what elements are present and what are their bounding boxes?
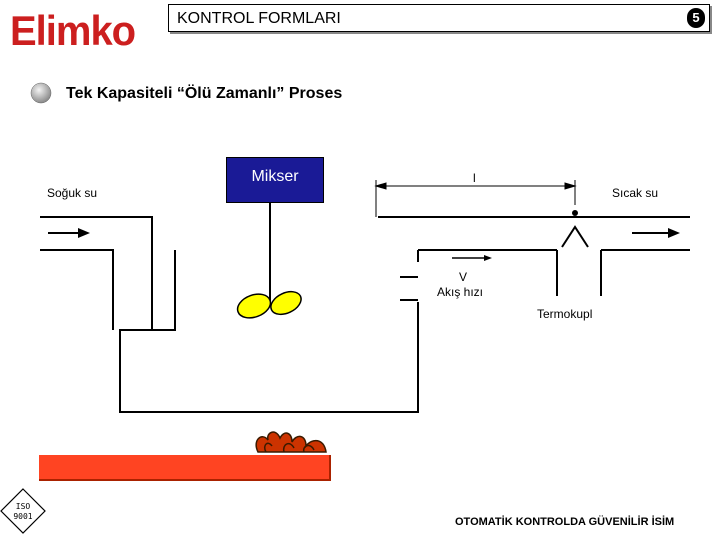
slide-subtitle: Tek Kapasiteli “Ölü Zamanlı” Proses <box>66 85 343 102</box>
inflow-arrow <box>48 228 90 238</box>
thermocouple-tip <box>572 210 578 216</box>
footer-slogan: OTOMATİK KONTROLDA GÜVENİLİR İSİM <box>455 516 675 528</box>
iso-line2: 9001 <box>13 512 32 521</box>
outflow-arrow <box>632 228 680 238</box>
cold-water-label: Soğuk su <box>47 186 98 200</box>
title-bar: KONTROL FORMLARI 5 <box>168 4 710 32</box>
svg-text:Elimko: Elimko <box>10 7 135 49</box>
iso-line1: ISO <box>16 502 31 511</box>
bullet-icon <box>30 82 52 104</box>
flow-speed-label: Akış hızı <box>437 285 484 299</box>
mixer-propeller <box>236 290 302 319</box>
hot-water-label: Sıcak su <box>612 186 659 200</box>
page-number-badge: 5 <box>687 8 705 28</box>
heater-plate <box>39 455 331 481</box>
iso-9001-badge: ISO 9001 <box>0 488 46 534</box>
velocity-label: V <box>459 270 468 284</box>
mixer-box: Mikser <box>226 157 324 203</box>
velocity-arrow <box>452 255 492 261</box>
thermocouple-label: Termokupl <box>537 307 593 321</box>
elimko-logo: Elimko <box>10 7 136 49</box>
mixer-label: Mikser <box>251 168 299 185</box>
flame-icon <box>255 431 327 453</box>
distance-label: l <box>473 171 476 185</box>
page-title: KONTROL FORMLARI <box>177 10 341 27</box>
